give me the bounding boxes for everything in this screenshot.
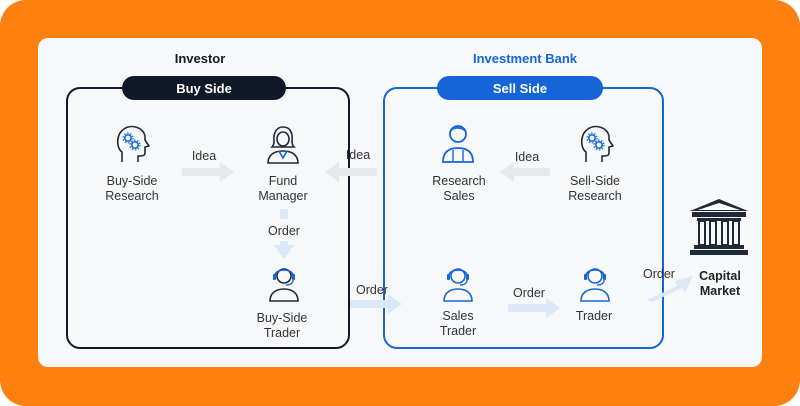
buy-side-research-line1: Buy-Side	[106, 174, 158, 188]
trader-label: Trader	[575, 309, 613, 323]
idea-label-cross: Idea	[345, 148, 371, 162]
order-arrow-sales-trader	[508, 298, 560, 318]
buy-side-trader-line1: Buy-Side	[256, 311, 308, 325]
person-icon	[442, 125, 474, 163]
capital-market-line1: Capital	[699, 269, 741, 283]
research-sales-line2: Sales	[443, 189, 475, 203]
idea-arrow-buy	[182, 162, 234, 182]
headset-person-icon	[580, 268, 610, 302]
research-sales-line1: Research	[432, 174, 486, 188]
research-sales-label: Research Sales	[419, 174, 499, 204]
sell-side-research-label: Sell-Side Research	[555, 174, 635, 204]
headset-person-icon	[443, 268, 473, 302]
idea-label-buy: Idea	[191, 149, 217, 163]
buy-side-research-label: Buy-Side Research	[92, 174, 172, 204]
buy-side-pill: Buy Side	[122, 76, 286, 100]
fund-manager-line2: Manager	[258, 189, 308, 203]
bank-building-icon	[690, 199, 748, 255]
order-label-sales-trader: Order	[513, 286, 545, 300]
order-arrow-market	[647, 276, 693, 302]
buy-side-trader-line2: Trader	[263, 326, 301, 340]
buy-side-trader-label: Buy-Side Trader	[242, 311, 322, 341]
fund-manager-label: Fund Manager	[243, 174, 323, 204]
headset-person-icon	[269, 268, 299, 302]
capital-market-label: Capital Market	[687, 269, 753, 299]
sell-side-research-line1: Sell-Side	[569, 174, 621, 188]
idea-arrow-cross	[325, 162, 377, 182]
order-arrow-to-sales	[350, 294, 402, 314]
sales-trader-line1: Sales	[442, 309, 474, 323]
order-label-to-sales: Order	[356, 283, 388, 297]
sales-trader-line2: Trader	[439, 324, 477, 338]
manager-person-icon	[267, 126, 299, 164]
order-label-market: Order	[643, 267, 675, 281]
order-arrow-fm-trader	[274, 209, 294, 259]
order-label-fm-trader: Order	[268, 224, 300, 238]
idea-label-sell: Idea	[514, 150, 540, 164]
brain-gears-icon	[116, 125, 150, 162]
investment-bank-heading: Investment Bank	[472, 51, 578, 66]
buy-side-research-line2: Research	[105, 189, 159, 203]
buy-side-box	[66, 87, 350, 349]
idea-arrow-sell	[500, 162, 550, 182]
sell-side-pill: Sell Side	[437, 76, 603, 100]
investor-heading: Investor	[174, 51, 226, 66]
sell-side-research-line2: Research	[568, 189, 622, 203]
fund-manager-line1: Fund	[268, 174, 298, 188]
sales-trader-label: Sales Trader	[418, 309, 498, 339]
capital-market-line2: Market	[699, 284, 741, 298]
brain-gears-icon	[580, 125, 614, 162]
